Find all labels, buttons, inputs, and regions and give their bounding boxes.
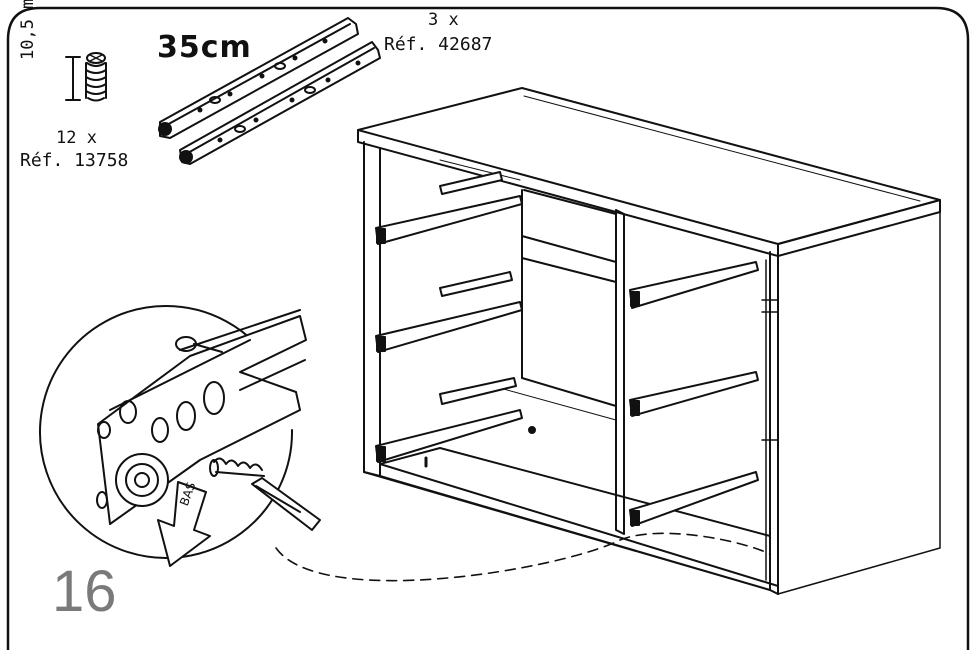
screw-icon	[85, 52, 107, 102]
detail-magnifier-circle	[39, 305, 307, 559]
roller-wheel	[115, 453, 169, 507]
step-number: 16	[52, 559, 117, 624]
rail-left-top	[375, 171, 523, 245]
screwdriver-icon	[251, 477, 321, 531]
screw-icon	[209, 457, 265, 477]
rail-left-middle	[375, 271, 523, 353]
rail-left-bottom	[375, 377, 523, 463]
screw-dimension-label: 10,5 mm	[18, 0, 38, 60]
rail-right-middle	[629, 371, 759, 417]
rails-left-side	[375, 171, 523, 463]
rail-length-label: 35cm	[157, 30, 252, 65]
screw-dimension-bracket	[65, 56, 81, 101]
rails-right-side	[629, 261, 759, 527]
screw-reference-label: Réf. 13758	[20, 150, 129, 171]
chest-of-drawers-illustration	[275, 87, 941, 595]
rail-right-bottom	[629, 471, 759, 527]
detail-callout-curve	[275, 532, 771, 582]
down-arrow-icon	[157, 481, 211, 567]
rail-reference-label: Réf. 42687	[384, 34, 493, 55]
rail-right-top	[629, 261, 759, 309]
panel-border	[6, 6, 970, 652]
drawer-rail-icon	[158, 17, 381, 165]
rail-quantity-label: 3 x	[428, 10, 459, 30]
screw-quantity-label: 12 x	[56, 128, 97, 148]
